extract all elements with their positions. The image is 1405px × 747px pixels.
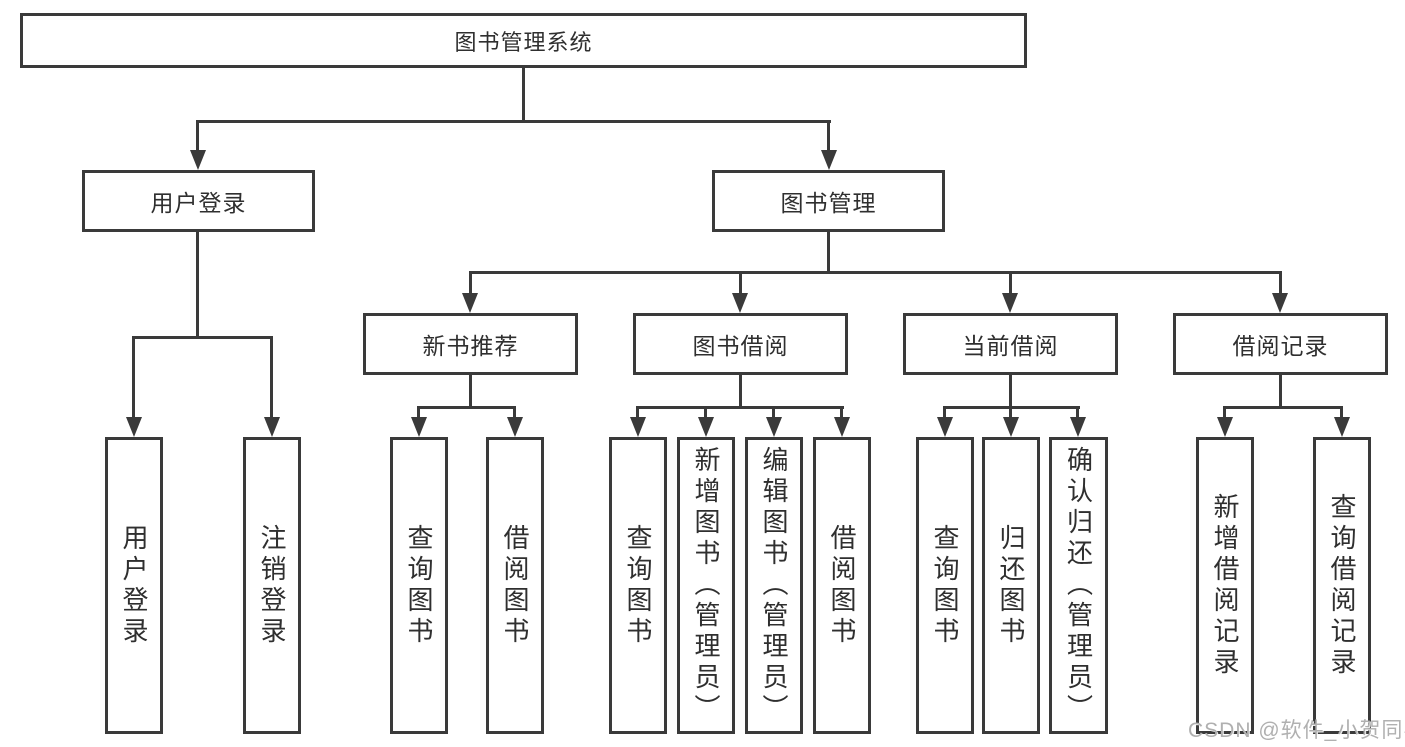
connector-line xyxy=(704,406,707,419)
connector-line xyxy=(196,232,199,339)
leaf-query-borrow-record: 查询借阅记录 xyxy=(1313,437,1371,734)
connector-line xyxy=(1279,375,1282,409)
arrow-down-icon xyxy=(1217,417,1233,437)
connector-line xyxy=(739,375,742,409)
connector-line xyxy=(132,336,273,339)
arrow-down-icon xyxy=(937,417,953,437)
node-current-borrow: 当前借阅 xyxy=(903,313,1118,375)
connector-line xyxy=(1009,406,1012,419)
leaf-confirm-return-admin: 确认归还（管理员） xyxy=(1049,437,1108,734)
arrow-down-icon xyxy=(1334,417,1350,437)
arrow-down-icon xyxy=(190,150,206,170)
arrow-down-icon xyxy=(834,417,850,437)
leaf-add-borrow-record: 新增借阅记录 xyxy=(1196,437,1254,734)
arrow-down-icon xyxy=(821,150,837,170)
connector-line xyxy=(943,406,946,419)
connector-line xyxy=(196,120,199,152)
connector-line xyxy=(772,406,775,419)
connector-line xyxy=(1009,375,1012,409)
leaf-borrow-books: 借阅图书 xyxy=(813,437,871,734)
connector-line xyxy=(1223,406,1343,409)
arrow-down-icon xyxy=(462,293,478,313)
arrow-down-icon xyxy=(1003,417,1019,437)
leaf-borrow-query-books: 查询图书 xyxy=(609,437,667,734)
connector-line xyxy=(417,406,516,409)
connector-line xyxy=(196,120,831,123)
connector-line xyxy=(417,406,420,419)
connector-line xyxy=(469,375,472,409)
leaf-recommend-query-books: 查询图书 xyxy=(390,437,448,734)
connector-line xyxy=(1223,406,1226,419)
connector-line xyxy=(827,120,830,152)
leaf-return-books: 归还图书 xyxy=(982,437,1040,734)
arrow-down-icon xyxy=(1272,293,1288,313)
arrow-down-icon xyxy=(630,417,646,437)
leaf-current-query-books: 查询图书 xyxy=(916,437,974,734)
node-book-management: 图书管理 xyxy=(712,170,945,232)
connector-line xyxy=(469,271,472,295)
leaf-edit-books-admin: 编辑图书（管理员） xyxy=(745,437,803,734)
arrow-down-icon xyxy=(698,417,714,437)
leaf-user-login: 用户登录 xyxy=(105,437,163,734)
node-new-book-recommend: 新书推荐 xyxy=(363,313,578,375)
connector-line xyxy=(469,271,1282,274)
node-book-borrow: 图书借阅 xyxy=(633,313,848,375)
node-root: 图书管理系统 xyxy=(20,13,1027,68)
arrow-down-icon xyxy=(411,417,427,437)
connector-line xyxy=(1009,271,1012,295)
arrow-down-icon xyxy=(507,417,523,437)
leaf-logout: 注销登录 xyxy=(243,437,301,734)
connector-line xyxy=(513,406,516,419)
leaf-recommend-borrow-books: 借阅图书 xyxy=(486,437,544,734)
connector-line xyxy=(1340,406,1343,419)
watermark: CSDN @软件_小贺同学 xyxy=(1188,719,1405,742)
arrow-down-icon xyxy=(732,293,748,313)
connector-line xyxy=(1279,271,1282,295)
arrow-down-icon xyxy=(1002,293,1018,313)
arrow-down-icon xyxy=(264,417,280,437)
leaf-add-books-admin: 新增图书（管理员） xyxy=(677,437,735,734)
connector-line xyxy=(827,232,830,274)
connector-line xyxy=(636,406,639,419)
connector-line xyxy=(522,68,525,123)
arrow-down-icon xyxy=(766,417,782,437)
connector-line xyxy=(132,336,135,419)
connector-line xyxy=(739,271,742,295)
arrow-down-icon xyxy=(1070,417,1086,437)
connector-line xyxy=(1076,406,1079,419)
arrow-down-icon xyxy=(126,417,142,437)
connector-line xyxy=(270,336,273,419)
connector-line xyxy=(636,406,844,409)
connector-line xyxy=(840,406,843,419)
node-user-login: 用户登录 xyxy=(82,170,315,232)
node-borrow-records: 借阅记录 xyxy=(1173,313,1388,375)
